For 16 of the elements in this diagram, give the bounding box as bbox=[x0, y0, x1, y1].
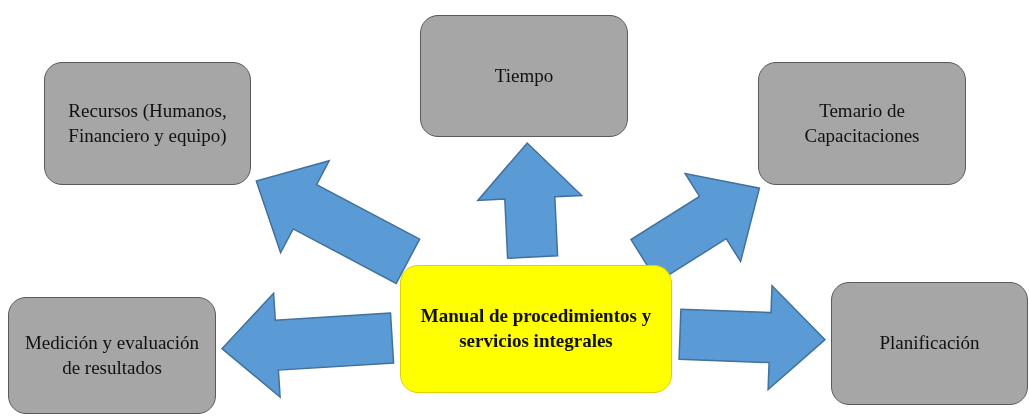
block-arrow bbox=[476, 141, 584, 259]
topic-box bbox=[420, 15, 628, 137]
block-arrow bbox=[220, 291, 395, 399]
box-label: Tiempo bbox=[494, 63, 554, 88]
box-label: Manual de procedimientos y servicios integrales bbox=[419, 304, 653, 353]
central-box bbox=[400, 265, 672, 393]
box-label: Recursos (Humanos, Financiero y equipo) bbox=[67, 98, 228, 148]
block-arrow bbox=[255, 159, 421, 285]
topic-box bbox=[831, 282, 1028, 405]
topic-box bbox=[758, 62, 966, 185]
box-label: Temario de Capacitaciones bbox=[803, 98, 921, 148]
topic-box bbox=[8, 297, 216, 414]
box-label: Planificación bbox=[879, 331, 980, 356]
box-label: Medición y evaluación de resultados bbox=[23, 330, 201, 380]
topic-box bbox=[44, 62, 251, 185]
block-arrow bbox=[678, 283, 827, 392]
